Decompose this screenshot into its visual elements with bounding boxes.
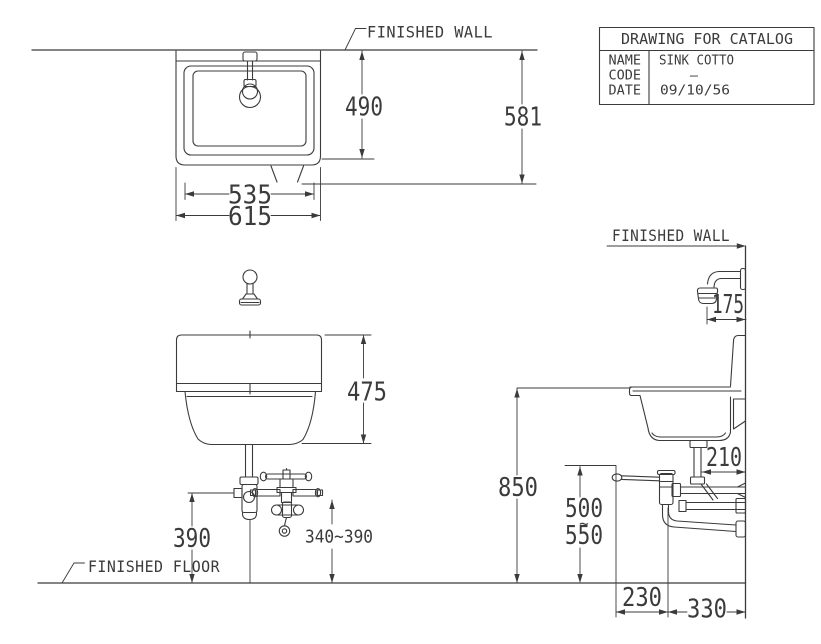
front-stop-valve xyxy=(249,467,324,537)
finished-floor-label: FINISHED FLOOR xyxy=(88,557,220,576)
dim-390: 390 xyxy=(173,524,211,554)
dim-581: 581 xyxy=(504,103,542,133)
side-trap xyxy=(611,446,747,538)
side-dim-drain-to-wall: 210 xyxy=(701,443,746,475)
side-dim-supply-range: 500 ~ 550 xyxy=(564,465,617,618)
plan-faucet xyxy=(238,51,262,109)
front-sink-body xyxy=(175,330,323,446)
front-view: 475 390 340~390 xyxy=(173,269,387,584)
side-dim-spout-reach: 175 xyxy=(706,290,747,325)
title-block-label-date: DATE xyxy=(609,83,642,99)
side-dim-drain-run: 330 xyxy=(667,595,746,625)
side-sink-profile xyxy=(628,334,747,449)
side-faucet xyxy=(696,267,747,305)
side-view: 175 210 850 500 ~ 550 230 330 xyxy=(498,267,747,625)
front-dim-trap-height: 390 xyxy=(173,492,235,584)
title-block-value-date: 09/10/56 xyxy=(660,83,730,99)
title-block-label-code: CODE xyxy=(609,68,642,84)
plan-bracket-legs xyxy=(270,165,305,183)
plan-dim-overall-depth: 581 xyxy=(301,50,542,185)
title-block-value-code: – xyxy=(690,68,699,84)
finished-wall-side-label: FINISHED WALL xyxy=(612,226,730,245)
finished-wall-line-top xyxy=(31,28,538,51)
side-dim-rim-height: 850 xyxy=(498,387,631,584)
dim-475: 475 xyxy=(347,378,387,408)
title-block: DRAWING FOR CATALOG NAME SINK COTTO CODE… xyxy=(598,26,815,106)
title-block-value-name: SINK COTTO xyxy=(659,53,734,69)
dim-490: 490 xyxy=(345,93,383,123)
dim-500: 500 xyxy=(565,494,603,524)
front-dim-supply-range: 340~390 xyxy=(305,499,373,584)
finished-floor-line xyxy=(37,562,747,584)
front-faucet xyxy=(238,269,262,306)
dim-550: 550 xyxy=(565,521,603,551)
title-block-title: DRAWING FOR CATALOG xyxy=(621,30,793,48)
dim-175: 175 xyxy=(712,290,744,320)
plan-dim-overall-width: 615 xyxy=(175,167,321,232)
finished-wall-line-side xyxy=(606,243,747,619)
dim-340-390: 340~390 xyxy=(305,527,373,548)
dim-615: 615 xyxy=(228,202,272,232)
plan-view: 535 615 490 581 xyxy=(175,50,542,232)
side-dim-trap-run: 230 xyxy=(615,507,669,618)
dim-230: 230 xyxy=(622,583,662,613)
dim-850: 850 xyxy=(498,473,538,503)
plan-sink-outline xyxy=(175,50,322,166)
title-block-label-name: NAME xyxy=(609,53,642,69)
dim-210: 210 xyxy=(706,443,742,473)
finished-wall-top-label: FINISHED WALL xyxy=(367,23,493,42)
dim-330: 330 xyxy=(687,595,727,625)
plan-dim-bowl-width: 535 xyxy=(184,181,315,211)
plan-dim-depth: 490 xyxy=(321,50,383,160)
front-dim-height: 475 xyxy=(301,334,387,444)
dim-tilde: ~ xyxy=(579,514,589,533)
front-trap xyxy=(233,443,259,584)
dim-535: 535 xyxy=(228,181,272,211)
